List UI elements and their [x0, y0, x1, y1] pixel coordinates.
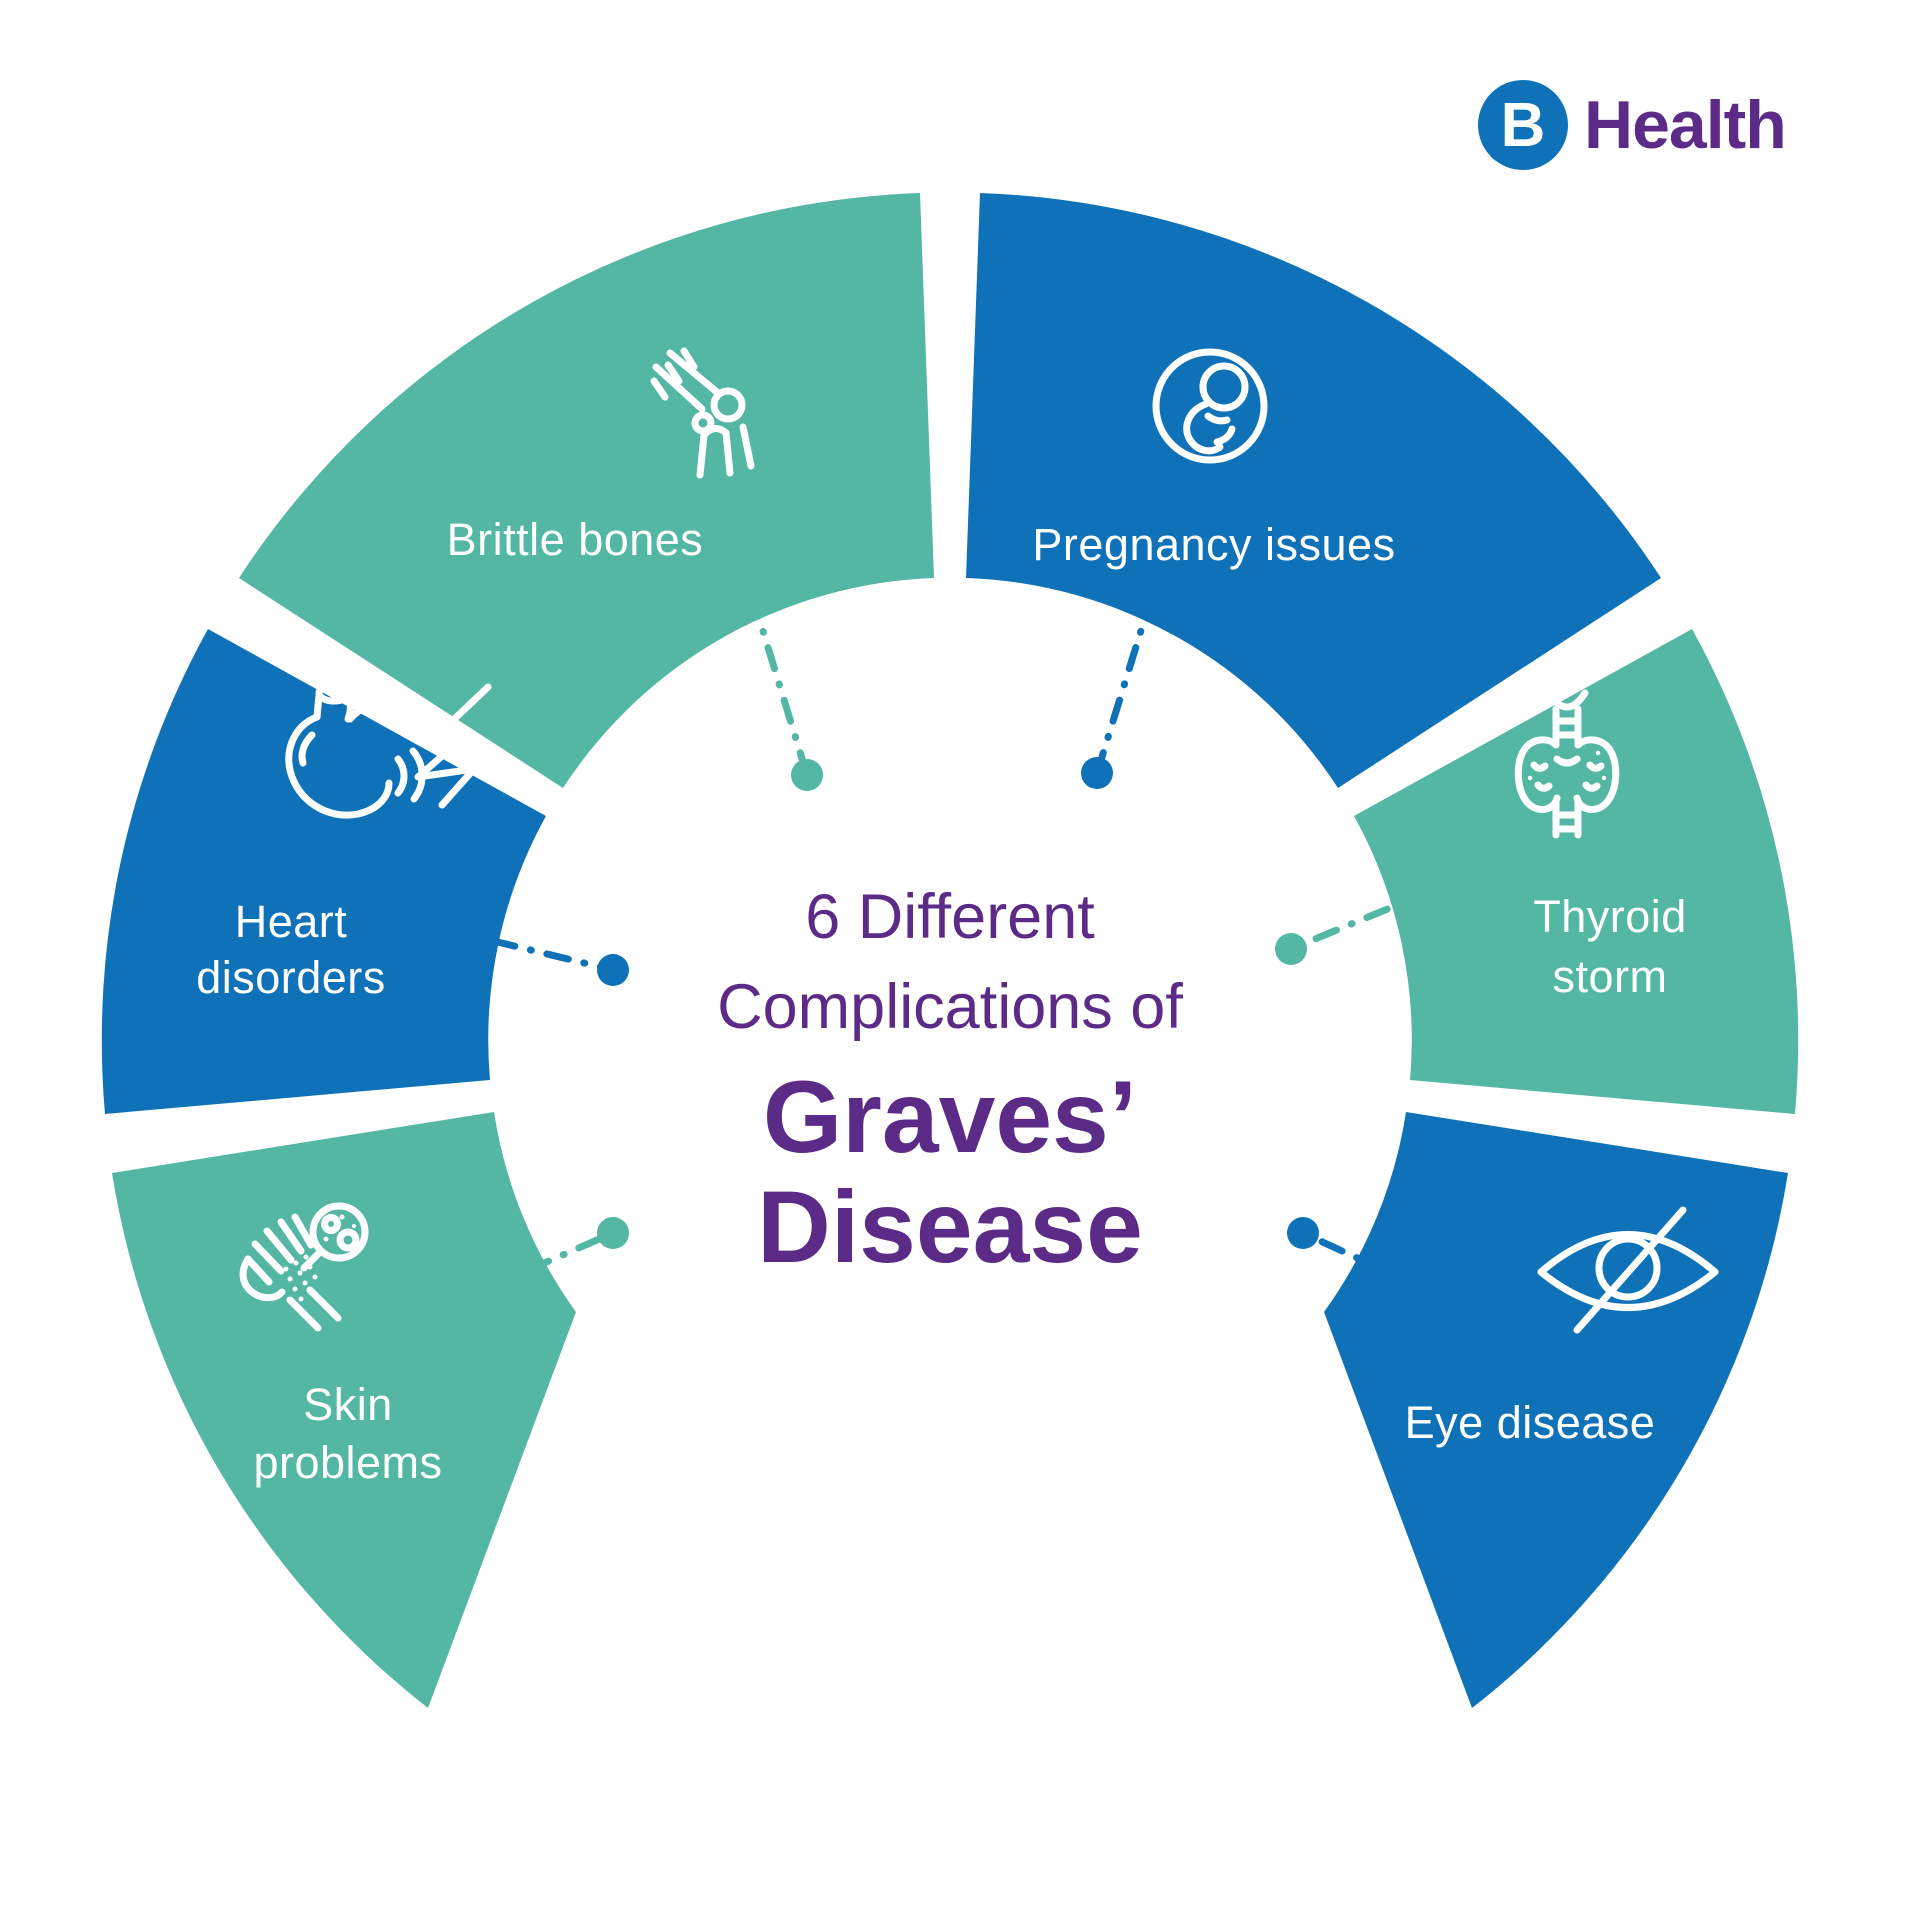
hand-rash-icon	[238, 1202, 378, 1342]
segment-eye-disease	[1324, 1112, 1788, 1708]
bone-joint-icon	[640, 335, 770, 485]
connector-line-heart-disorders	[436, 924, 617, 974]
segment-skin-problems	[112, 1112, 576, 1708]
segment-label-eye-disease: Eye disease	[1404, 1397, 1656, 1448]
fetus-icon	[1145, 330, 1275, 480]
segment-label-skin-problems: Skin problems	[253, 1379, 443, 1488]
brand-logo-icon: B	[1478, 80, 1568, 170]
connector-dot-eye-disease	[1287, 1217, 1319, 1249]
connector-dot-thyroid-storm	[1275, 933, 1307, 965]
connector-dot-pregnancy-issues	[1081, 757, 1113, 789]
segment-label-brittle-bones: Brittle bones	[446, 514, 704, 565]
segment-thyroid-storm	[1354, 629, 1799, 1114]
connector-line-eye-disease	[1299, 1229, 1446, 1301]
connector-dot-heart-disorders	[597, 954, 629, 986]
thyroid-gland-icon	[1510, 685, 1625, 845]
connector-line-skin-problems	[474, 1229, 617, 1296]
connector-line-brittle-bones	[748, 591, 811, 779]
segment-label-thyroid-storm: Thyroid storm	[1533, 891, 1687, 1002]
title-line-2: Complications of	[717, 972, 1183, 1042]
title-line-1: 6 Different	[805, 882, 1095, 952]
segment-heart-disorders	[101, 629, 547, 1114]
segment-brittle-bones	[239, 193, 934, 788]
page-title: 6 Different Complications of Graves’ Dis…	[400, 872, 1500, 1282]
connector-dot-skin-problems	[597, 1217, 629, 1249]
connector-line-pregnancy-issues	[1093, 591, 1156, 777]
brand-logo: B Health	[1478, 80, 1787, 170]
segment-label-pregnancy-issues: Pregnancy issues	[1032, 519, 1396, 570]
segment-label-heart-disorders: Heart disorders	[196, 896, 386, 1003]
brand-logo-letter: B	[1500, 90, 1546, 160]
heart-organ-icon	[270, 673, 500, 833]
segment-pregnancy-issues	[966, 193, 1661, 788]
title-line-3: Graves’	[762, 1060, 1138, 1174]
connector-line-thyroid-storm	[1287, 884, 1442, 953]
eye-slash-icon	[1533, 1205, 1723, 1335]
brand-name: Health	[1584, 87, 1787, 163]
title-line-4: Disease	[757, 1170, 1143, 1284]
connector-dot-brittle-bones	[791, 759, 823, 791]
